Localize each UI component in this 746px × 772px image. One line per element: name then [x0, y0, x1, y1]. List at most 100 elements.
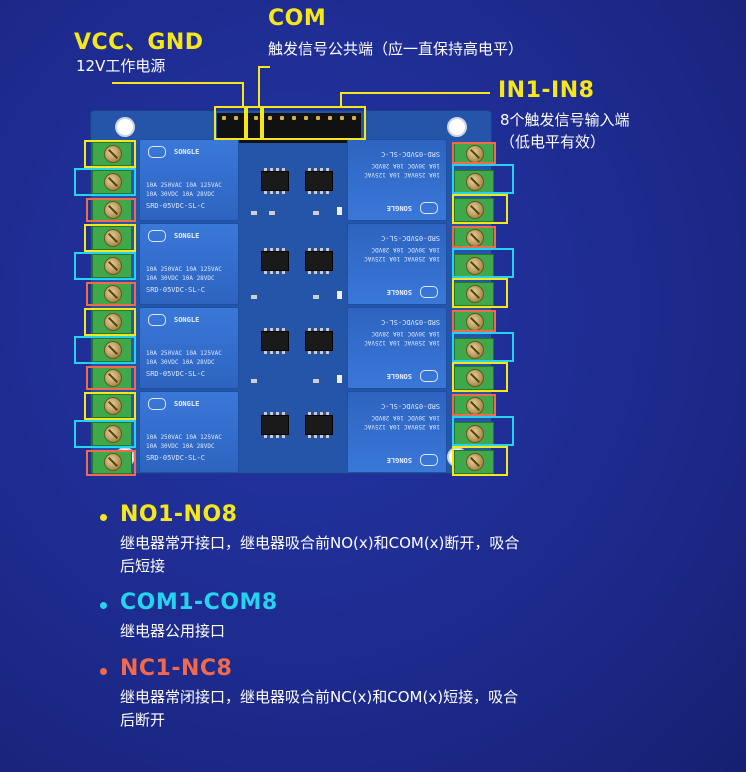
terminal-com8 — [454, 422, 494, 446]
optocoupler-chip — [261, 412, 289, 438]
relay-rating: 10A 250VAC 10A 125VAC — [146, 266, 222, 273]
relay-model: SRD-05VDC-SL-C — [380, 234, 440, 242]
mount-hole — [115, 117, 135, 137]
header-pin-in1 — [268, 116, 272, 120]
relay-rating: 10A 250VAC 10A 125VAC — [146, 350, 222, 357]
no-bullet — [100, 514, 107, 521]
leader-line-com-h — [258, 66, 270, 68]
no-highlight — [84, 140, 136, 168]
screw-icon — [104, 201, 122, 219]
relay-logo — [420, 202, 438, 214]
relay-brand: SONGLE — [174, 148, 200, 156]
relay-brand: SONGLE — [386, 288, 412, 296]
com-terminal-highlight — [452, 248, 514, 278]
terminal-no8 — [454, 450, 494, 474]
header-pin-com — [254, 116, 258, 120]
no-highlight — [452, 362, 508, 392]
nc-highlight — [452, 142, 496, 164]
relay: SONGLE 10A 250VAC 10A 125VAC 10A 30VDC 1… — [347, 223, 447, 305]
mount-hole — [447, 117, 467, 137]
relay-logo — [148, 146, 166, 158]
relay-brand: SONGLE — [386, 204, 412, 212]
screw-icon — [466, 285, 484, 303]
com-highlight — [246, 106, 262, 140]
terminal-no7 — [454, 366, 494, 390]
terminal-no5 — [454, 198, 494, 222]
screw-icon — [104, 397, 122, 415]
nc-bullet — [100, 668, 107, 675]
optocoupler-chip — [261, 248, 289, 274]
relay-brand: SONGLE — [386, 372, 412, 380]
relay-rating: 10A 30VDC 10A 28VDC — [371, 330, 440, 337]
relay-model: SRD-05VDC-SL-C — [380, 318, 440, 326]
relay: SONGLE 10A 250VAC 10A 125VAC 10A 30VDC 1… — [139, 223, 239, 305]
terminal-no6 — [454, 282, 494, 306]
screw-icon — [466, 341, 484, 359]
legend-nc-title: NC1-NC8 — [120, 656, 233, 681]
header-pin-gnd — [234, 116, 238, 120]
no-highlight — [84, 308, 136, 336]
relay-rating: 10A 30VDC 10A 28VDC — [371, 246, 440, 253]
status-led — [337, 375, 342, 383]
relay-rating: 10A 30VDC 10A 28VDC — [371, 162, 440, 169]
nc-highlight — [452, 310, 496, 332]
relay: SONGLE 10A 250VAC 10A 125VAC 10A 30VDC 1… — [139, 139, 239, 221]
relay-logo — [420, 286, 438, 298]
screw-icon — [466, 201, 484, 219]
relay: SONGLE 10A 250VAC 10A 125VAC 10A 30VDC 1… — [139, 307, 239, 389]
relay: SONGLE 10A 250VAC 10A 125VAC 10A 30VDC 1… — [139, 391, 239, 473]
no-highlight — [452, 446, 508, 476]
relay-board: SONGLE 10A 250VAC 10A 125VAC 10A 30VDC 1… — [90, 110, 492, 474]
nc-highlight — [452, 226, 496, 248]
leader-line-com — [258, 66, 260, 108]
terminal-no4 — [92, 394, 132, 418]
relay-rating: 10A 250VAC 10A 125VAC — [364, 423, 440, 430]
screw-icon — [104, 369, 122, 387]
relay-brand: SONGLE — [174, 316, 200, 324]
optocoupler-chip — [305, 328, 333, 354]
smd-resistor — [251, 211, 257, 215]
smd-resistor — [251, 295, 257, 299]
com-terminal-highlight — [74, 252, 136, 280]
terminal-com7 — [454, 338, 494, 362]
screw-icon — [104, 257, 122, 275]
relay-model: SRD-05VDC-SL-C — [146, 202, 206, 210]
relay-rating: 10A 250VAC 10A 125VAC — [364, 171, 440, 178]
screw-icon — [466, 425, 484, 443]
smd-resistor — [313, 211, 319, 215]
terminal-com4 — [92, 422, 132, 446]
relay-brand: SONGLE — [174, 400, 200, 408]
relay-model: SRD-05VDC-SL-C — [380, 150, 440, 158]
nc-highlight — [86, 198, 136, 222]
relay-rating: 10A 250VAC 10A 125VAC — [146, 182, 222, 189]
no-highlight — [452, 194, 508, 224]
relay: SONGLE 10A 250VAC 10A 125VAC 10A 30VDC 1… — [347, 391, 447, 473]
legend-com-desc: 继电器公用接口 — [120, 622, 226, 640]
no-highlight — [84, 392, 136, 420]
screw-icon — [104, 173, 122, 191]
terminal-no2 — [92, 226, 132, 250]
relay-rating: 10A 30VDC 10A 28VDC — [371, 414, 440, 421]
optocoupler-chip — [261, 328, 289, 354]
screw-icon — [466, 257, 484, 275]
relay-model: SRD-05VDC-SL-C — [146, 370, 206, 378]
com-terminal-highlight — [452, 416, 514, 446]
com-bullet — [100, 602, 107, 609]
header-pin-in6 — [328, 116, 332, 120]
relay-model: SRD-05VDC-SL-C — [146, 286, 206, 294]
relay-logo — [148, 230, 166, 242]
screw-icon — [104, 425, 122, 443]
leader-line-vcc-down — [242, 82, 244, 108]
terminal-no3 — [92, 310, 132, 334]
relay-rating: 10A 30VDC 10A 28VDC — [146, 359, 215, 366]
com-desc: 触发信号公共端（应一直保持高电平） — [268, 40, 524, 58]
nc-highlight — [452, 394, 496, 416]
com-terminal-highlight — [452, 332, 514, 362]
relay-rating: 10A 30VDC 10A 28VDC — [146, 275, 215, 282]
in-title: IN1-IN8 — [498, 78, 595, 103]
legend-nc-desc-line2: 后断开 — [120, 711, 166, 729]
smd-resistor — [313, 379, 319, 383]
header-pin-in7 — [340, 116, 344, 120]
legend-no-title: NO1-NO8 — [120, 502, 238, 527]
vcc-gnd-title: VCC、GND — [74, 30, 204, 55]
